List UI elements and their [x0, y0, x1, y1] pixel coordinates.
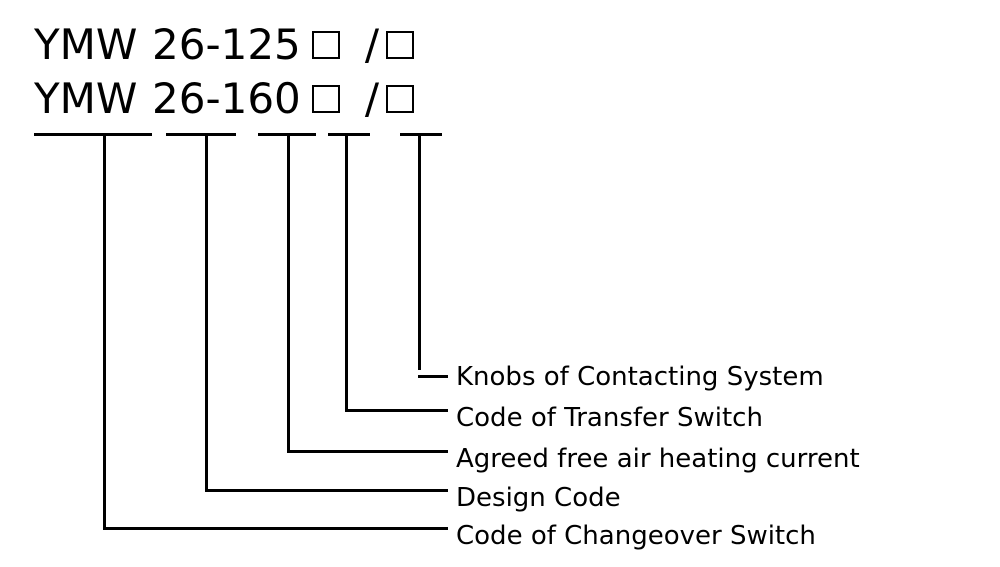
number-text-1: 26-125: [152, 20, 301, 69]
placeholder-box-2a: [312, 85, 358, 113]
model-code-line-2: YMW 26-160 /: [34, 72, 454, 126]
callout-label-design: Design Code: [456, 483, 621, 513]
underline-design: [166, 133, 236, 136]
leader-changeover-vertical: [103, 133, 106, 529]
placeholder-box-2b: [386, 85, 432, 113]
brand-text-1: YMW: [34, 20, 138, 69]
model-code-line-1: YMW 26-125 /: [34, 18, 454, 72]
slash-text-2: /: [364, 74, 380, 123]
leader-current-horizontal: [287, 450, 448, 453]
leader-design-vertical: [205, 133, 208, 491]
underline-changeover: [34, 133, 152, 136]
brand-text-2: YMW: [34, 74, 138, 123]
callout-label-transfer: Code of Transfer Switch: [456, 403, 763, 433]
underline-knobs: [400, 133, 442, 136]
leader-knobs-vertical: [418, 133, 421, 370]
leader-transfer-horizontal: [345, 409, 448, 412]
number-text-2: 26-160: [152, 74, 301, 123]
callout-label-changeover: Code of Changeover Switch: [456, 521, 816, 551]
callout-label-current: Agreed free air heating current: [456, 444, 860, 474]
callout-label-knobs: Knobs of Contacting System: [456, 362, 824, 392]
placeholder-box-1a: [312, 31, 358, 59]
leader-changeover-horizontal: [103, 527, 448, 530]
leader-transfer-vertical: [345, 133, 348, 411]
leader-design-horizontal: [205, 489, 448, 492]
model-code-block: YMW 26-125 / YMW 26-160 /: [34, 18, 454, 126]
slash-text-1: /: [364, 20, 380, 69]
placeholder-box-1b: [386, 31, 432, 59]
leader-knobs-horizontal: [418, 375, 448, 378]
leader-current-vertical: [287, 133, 290, 452]
underline-transfer: [328, 133, 370, 136]
